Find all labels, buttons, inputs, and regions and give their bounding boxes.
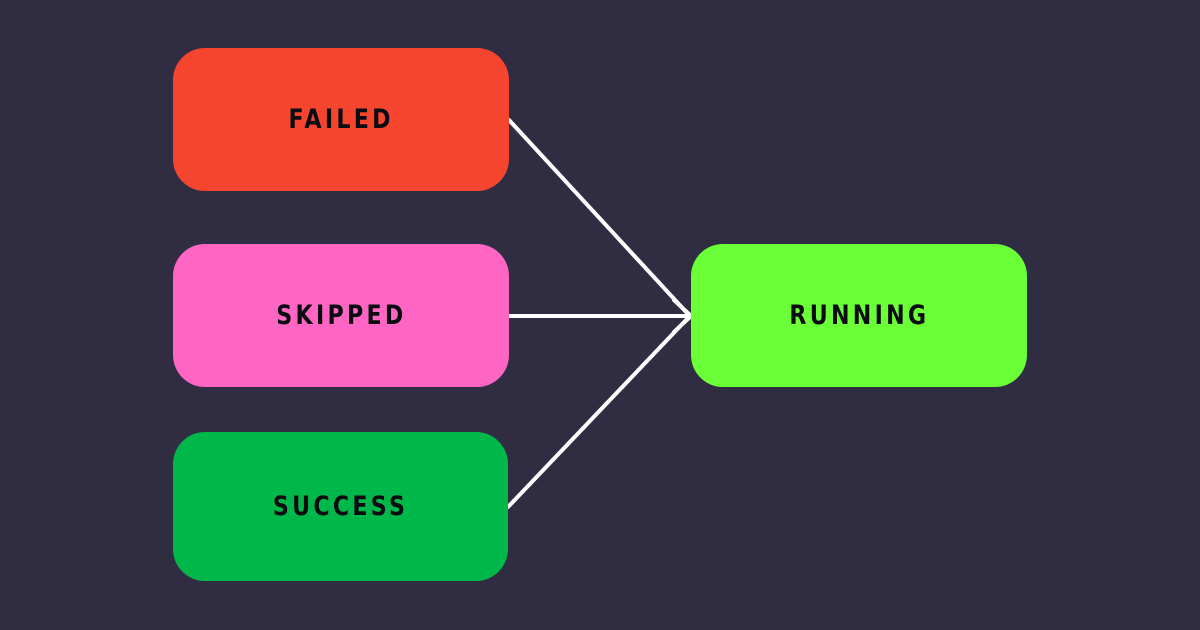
edge-failed-to-running xyxy=(507,118,690,316)
node-success[interactable]: SUCCESS xyxy=(173,432,508,581)
node-failed-label: FAILED xyxy=(288,104,394,135)
node-skipped-label: SKIPPED xyxy=(275,300,407,331)
node-running-label: RUNNING xyxy=(789,300,929,331)
node-running[interactable]: RUNNING xyxy=(691,244,1027,387)
edge-success-to-running xyxy=(506,316,690,509)
node-success-label: SUCCESS xyxy=(272,491,409,522)
node-failed[interactable]: FAILED xyxy=(173,48,509,191)
node-skipped[interactable]: SKIPPED xyxy=(173,244,509,387)
